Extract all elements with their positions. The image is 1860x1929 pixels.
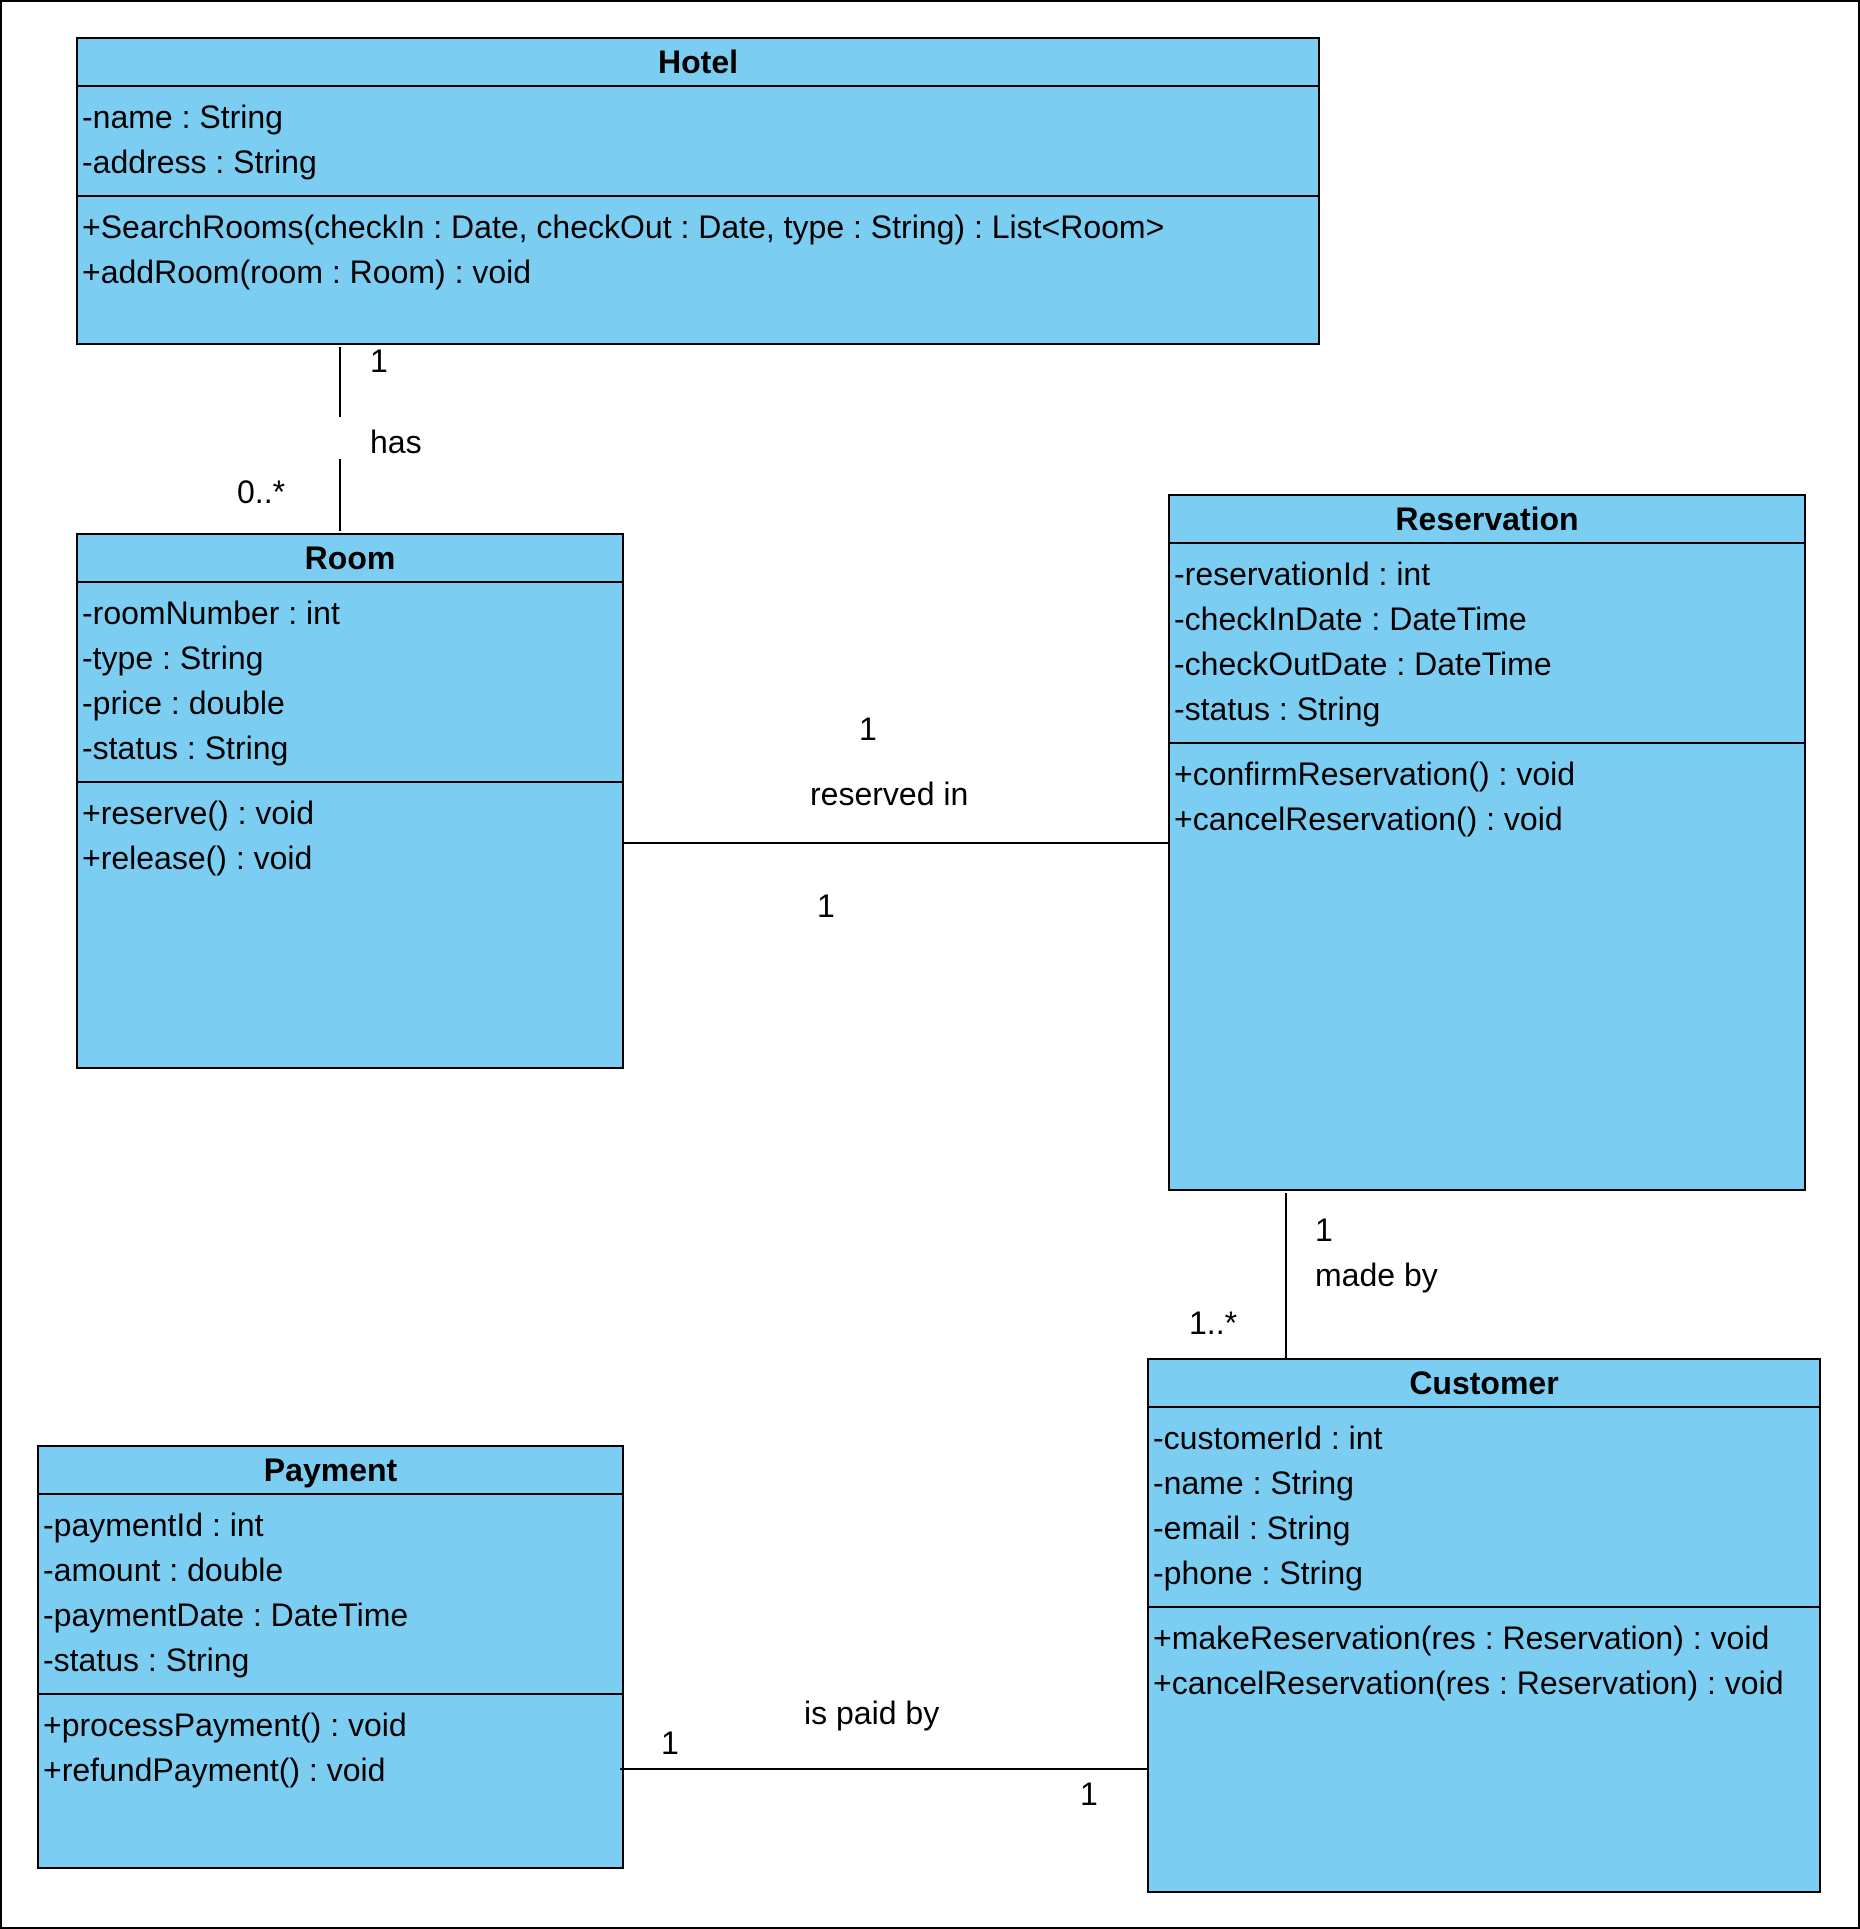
attribute-list: -reservationId : int -checkInDate : Date…: [1170, 544, 1804, 744]
operation: +reserve() : void: [82, 795, 315, 831]
attribute: -price : double: [82, 685, 285, 721]
association-line-payment-customer[interactable]: [620, 1768, 1147, 1770]
attribute-list: -name : String -address : String: [78, 87, 1318, 197]
class-name: Customer: [1149, 1360, 1819, 1408]
operation: +cancelReservation(res : Reservation) : …: [1153, 1665, 1784, 1701]
attribute: -checkOutDate : DateTime: [1174, 646, 1552, 682]
attribute-list: -customerId : int -name : String -email …: [1149, 1408, 1819, 1608]
multiplicity-room-end: 0..*: [237, 474, 286, 510]
operation: +refundPayment() : void: [43, 1752, 386, 1788]
association-line-reservation-customer[interactable]: [1285, 1193, 1287, 1358]
multiplicity-hotel-end: 1: [370, 343, 388, 379]
attribute: -email : String: [1153, 1510, 1351, 1546]
class-reservation[interactable]: Reservation -reservationId : int -checkI…: [1168, 494, 1806, 1191]
multiplicity-customer-end: 1: [1080, 1776, 1098, 1812]
association-line-hotel-room[interactable]: [339, 347, 341, 417]
attribute-list: -paymentId : int -amount : double -payme…: [39, 1495, 622, 1695]
attribute: -name : String: [82, 99, 283, 135]
attribute: -status : String: [43, 1642, 250, 1678]
attribute: -paymentId : int: [43, 1507, 264, 1543]
attribute-list: -roomNumber : int -type : String -price …: [78, 583, 622, 783]
attribute: -customerId : int: [1153, 1420, 1383, 1456]
attribute: -type : String: [82, 640, 264, 676]
association-label-has: has: [370, 424, 422, 460]
attribute: -reservationId : int: [1174, 556, 1431, 592]
association-line-hotel-room[interactable]: [339, 459, 341, 531]
operation: +cancelReservation() : void: [1174, 801, 1563, 837]
operation: +SearchRooms(checkIn : Date, checkOut : …: [82, 209, 1165, 245]
class-hotel[interactable]: Hotel -name : String -address : String +…: [76, 37, 1320, 345]
attribute: -phone : String: [1153, 1555, 1363, 1591]
operation-list: +SearchRooms(checkIn : Date, checkOut : …: [78, 197, 1318, 295]
class-name: Room: [78, 535, 622, 583]
operation-list: +reserve() : void +release() : void: [78, 783, 622, 881]
class-customer[interactable]: Customer -customerId : int -name : Strin…: [1147, 1358, 1821, 1893]
attribute: -name : String: [1153, 1465, 1354, 1501]
multiplicity-customer-end: 1..*: [1189, 1305, 1238, 1341]
class-name: Hotel: [78, 39, 1318, 87]
association-line-room-reservation[interactable]: [624, 842, 1168, 844]
attribute: -status : String: [1174, 691, 1381, 727]
operation: +confirmReservation() : void: [1174, 756, 1576, 792]
attribute: -paymentDate : DateTime: [43, 1597, 409, 1633]
association-label-is-paid-by: is paid by: [804, 1695, 940, 1731]
operation: +makeReservation(res : Reservation) : vo…: [1153, 1620, 1770, 1656]
operation-list: +processPayment() : void +refundPayment(…: [39, 1695, 622, 1793]
class-name: Reservation: [1170, 496, 1804, 544]
class-name: Payment: [39, 1447, 622, 1495]
operation: +addRoom(room : Room) : void: [82, 254, 532, 290]
operation-list: +confirmReservation() : void +cancelRese…: [1170, 744, 1804, 842]
class-payment[interactable]: Payment -paymentId : int -amount : doubl…: [37, 1445, 624, 1869]
multiplicity-upper: 1: [859, 711, 877, 747]
association-label-made-by: made by: [1315, 1257, 1438, 1293]
multiplicity-payment-end: 1: [661, 1725, 679, 1761]
attribute: -amount : double: [43, 1552, 284, 1588]
operation: +release() : void: [82, 840, 313, 876]
multiplicity-reservation-end: 1: [1315, 1212, 1333, 1248]
attribute: -address : String: [82, 144, 317, 180]
multiplicity-lower: 1: [817, 888, 835, 924]
operation-list: +makeReservation(res : Reservation) : vo…: [1149, 1608, 1819, 1706]
attribute: -checkInDate : DateTime: [1174, 601, 1527, 637]
class-room[interactable]: Room -roomNumber : int -type : String -p…: [76, 533, 624, 1069]
attribute: -roomNumber : int: [82, 595, 340, 631]
attribute: -status : String: [82, 730, 289, 766]
association-label-reserved-in: reserved in: [810, 776, 969, 812]
operation: +processPayment() : void: [43, 1707, 407, 1743]
